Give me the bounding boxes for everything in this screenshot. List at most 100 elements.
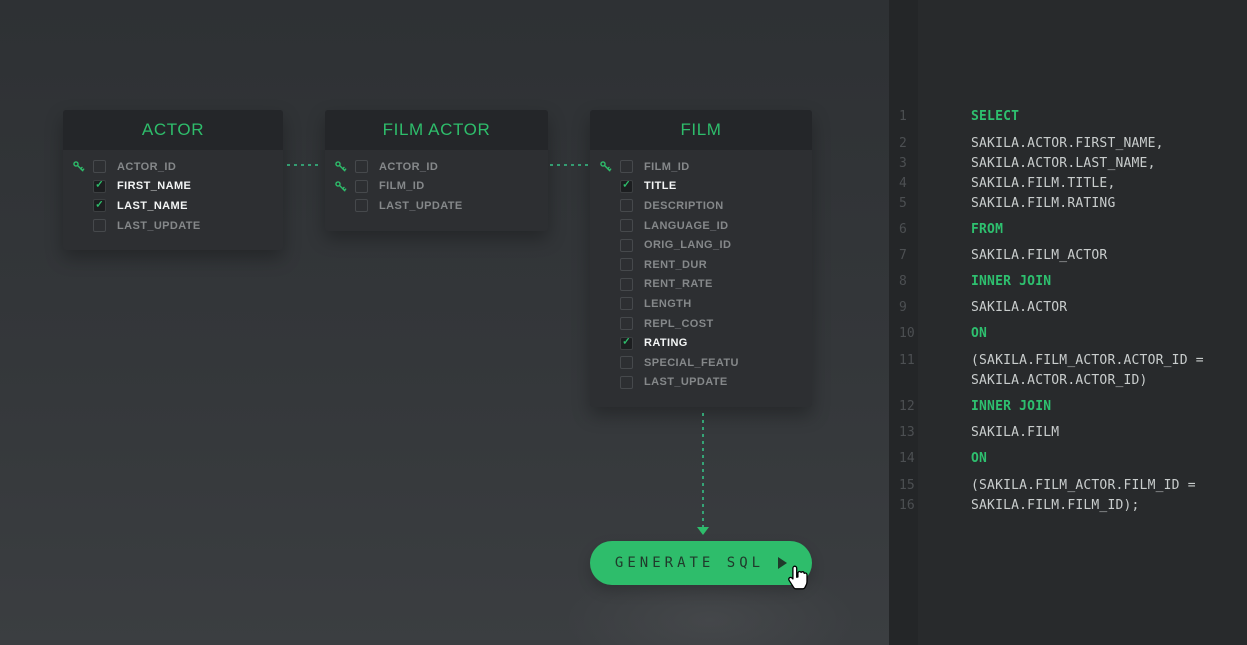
sql-line-number: 13 xyxy=(899,425,915,440)
table-card-header[interactable]: ACTOR xyxy=(63,110,283,150)
sql-line-number: 11 xyxy=(899,353,915,368)
sql-line-text: SAKILA.FILM.FILM_ID); xyxy=(971,498,1140,513)
sql-line-number: 1 xyxy=(899,109,907,124)
column-checkbox[interactable]: ✓ xyxy=(620,356,633,370)
column-row[interactable]: ✓ RATING xyxy=(590,333,812,353)
column-label: LANGUAGE_ID xyxy=(644,219,729,232)
key-icon xyxy=(598,160,612,174)
table-title: FILM ACTOR xyxy=(382,120,491,139)
play-icon xyxy=(778,557,788,569)
table-card-actor: ACTOR ✓ ACTOR_ID xyxy=(63,110,283,251)
column-checkbox[interactable]: ✓ xyxy=(620,160,633,174)
generate-sql-button[interactable]: GENERATE SQL xyxy=(590,541,812,585)
column-row[interactable]: ✓ FIRST_NAME xyxy=(63,177,283,197)
join-connector-actor-filmactor xyxy=(287,164,322,166)
column-row[interactable]: ✓ FILM_ID xyxy=(325,177,548,197)
generate-sql-label: GENERATE SQL xyxy=(614,555,765,571)
column-label: REPL_COST xyxy=(644,317,714,330)
table-card-film-actor: FILM ACTOR ✓ ACTOR_ID xyxy=(325,110,548,231)
column-row[interactable]: ✓ DESCRIPTION xyxy=(590,196,812,216)
sql-line: 13 SAKILA.FILM xyxy=(889,423,1247,443)
column-row[interactable]: ✓ LENGTH xyxy=(590,294,812,314)
column-checkbox[interactable]: ✓ xyxy=(620,199,633,213)
column-row[interactable]: ✓ ACTOR_ID xyxy=(63,157,283,177)
column-checkbox[interactable]: ✓ xyxy=(620,258,633,272)
check-icon: ✓ xyxy=(622,336,631,348)
column-row[interactable]: ✓ LAST_NAME xyxy=(63,196,283,216)
sql-line: 7 SAKILA.FILM_ACTOR xyxy=(889,246,1247,266)
column-row[interactable]: ✓ SPECIAL_FEATU xyxy=(590,353,812,373)
sql-line-text: INNER JOIN xyxy=(971,274,1052,289)
sql-line: 5 SAKILA.FILM.RATING xyxy=(889,194,1247,214)
column-row[interactable]: ✓ ACTOR_ID xyxy=(325,157,548,177)
column-row[interactable]: ✓ LAST_UPDATE xyxy=(63,216,283,236)
table-title: ACTOR xyxy=(141,120,205,139)
sql-line-number: 6 xyxy=(899,222,907,237)
sql-line: 4 SAKILA.FILM.TITLE, xyxy=(889,174,1247,194)
sql-line-text: SAKILA.FILM.TITLE, xyxy=(971,176,1116,191)
sql-line-number: 16 xyxy=(899,498,915,513)
column-checkbox[interactable]: ✓ xyxy=(93,219,106,233)
sql-line-text: SAKILA.ACTOR.FIRST_NAME, xyxy=(971,136,1164,151)
sql-line: 16 SAKILA.FILM.FILM_ID); xyxy=(889,496,1247,516)
query-builder-canvas: ACTOR ✓ ACTOR_ID xyxy=(0,0,889,645)
column-row[interactable]: ✓ REPL_COST xyxy=(590,314,812,334)
key-icon xyxy=(333,160,347,174)
sql-line-text: INNER JOIN xyxy=(971,399,1052,414)
column-label: ACTOR_ID xyxy=(117,160,177,173)
column-checkbox[interactable]: ✓ xyxy=(620,219,633,233)
column-row[interactable]: ✓ ORIG_LANG_ID xyxy=(590,235,812,255)
column-label: LAST_UPDATE xyxy=(644,376,728,389)
hand-pointer-cursor xyxy=(788,565,808,590)
column-checkbox[interactable]: ✓ xyxy=(620,375,633,389)
key-icon xyxy=(333,179,347,193)
sql-line-number: 9 xyxy=(899,300,907,315)
column-checkbox[interactable]: ✓ xyxy=(93,199,106,213)
column-checkbox[interactable]: ✓ xyxy=(93,160,106,174)
sql-line-text: SAKILA.FILM_ACTOR xyxy=(971,248,1108,263)
column-label: RENT_RATE xyxy=(644,278,713,291)
column-checkbox[interactable]: ✓ xyxy=(620,179,633,193)
sql-line-number: 4 xyxy=(899,176,907,191)
column-label: FILM_ID xyxy=(644,160,690,173)
column-row[interactable]: ✓ TITLE xyxy=(590,177,812,197)
sql-line-number: 10 xyxy=(899,326,915,341)
column-row[interactable]: ✓ FILM_ID xyxy=(590,157,812,177)
column-checkbox[interactable]: ✓ xyxy=(620,277,633,291)
join-connector-filmactor-film xyxy=(550,164,588,166)
sql-line: 9 SAKILA.ACTOR xyxy=(889,298,1247,318)
column-checkbox[interactable]: ✓ xyxy=(620,297,633,311)
sql-line: 2 SAKILA.ACTOR.FIRST_NAME, xyxy=(889,134,1247,154)
column-checkbox[interactable]: ✓ xyxy=(93,179,106,193)
sql-line: 12 INNER JOIN xyxy=(889,397,1247,417)
column-label: ORIG_LANG_ID xyxy=(644,239,732,252)
column-checkbox[interactable]: ✓ xyxy=(620,317,633,331)
column-label: LENGTH xyxy=(644,297,692,310)
column-row[interactable]: ✓ LAST_UPDATE xyxy=(325,196,548,216)
key-icon xyxy=(71,160,85,174)
column-row[interactable]: ✓ RENT_RATE xyxy=(590,275,812,295)
table-column-list: ✓ ACTOR_ID ✓ FILM_ID xyxy=(325,150,548,231)
column-row[interactable]: ✓ LANGUAGE_ID xyxy=(590,216,812,236)
column-checkbox[interactable]: ✓ xyxy=(620,238,633,252)
arrow-down-icon xyxy=(697,527,709,535)
column-row[interactable]: ✓ RENT_DUR xyxy=(590,255,812,275)
column-checkbox[interactable]: ✓ xyxy=(355,179,368,193)
sql-line-text: SAKILA.FILM xyxy=(971,425,1060,440)
column-checkbox[interactable]: ✓ xyxy=(620,336,633,350)
column-checkbox[interactable]: ✓ xyxy=(355,199,368,213)
sql-line: 1 SELECT xyxy=(889,107,1247,127)
column-label: RATING xyxy=(644,337,688,350)
column-row[interactable]: ✓ LAST_UPDATE xyxy=(590,373,812,393)
table-card-header[interactable]: FILM xyxy=(590,110,812,150)
column-label: LAST_UPDATE xyxy=(117,219,201,232)
sql-line-number: 7 xyxy=(899,248,907,263)
column-label: ACTOR_ID xyxy=(379,160,439,173)
sql-line: 10 ON xyxy=(889,324,1247,344)
check-icon: ✓ xyxy=(622,179,631,191)
sql-line-number: 15 xyxy=(899,478,915,493)
sql-output-panel[interactable]: 1 SELECT 2 SAKILA.ACTOR.FIRST_NAME, 3 SA… xyxy=(889,0,1247,645)
table-card-header[interactable]: FILM ACTOR xyxy=(325,110,548,150)
column-checkbox[interactable]: ✓ xyxy=(355,160,368,174)
column-label: LAST_NAME xyxy=(117,199,188,212)
